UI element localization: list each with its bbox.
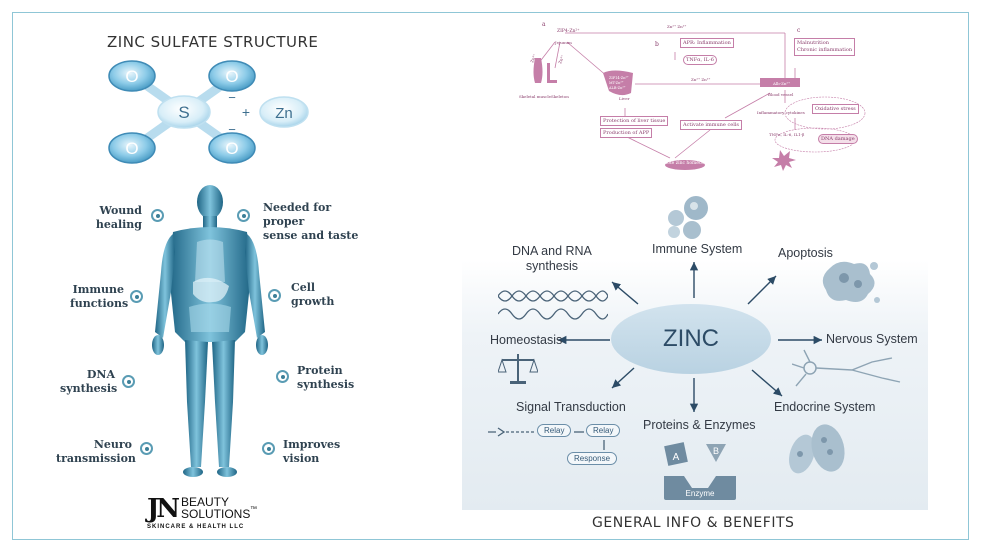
structure-title: ZINC SULFATE STRUCTURE [107,33,319,51]
human-body-illustration [152,185,268,477]
mt-label: MT-Zn²⁺ [609,81,624,85]
signal-transduction-label: Signal Transduction [516,400,626,414]
inflam-cyto-label: Inflammatory cytokines [757,110,805,115]
eye-icon [151,209,164,222]
zip4-label: ZIP4-Zn²⁺ [557,28,580,34]
zn-label-1: Zn²⁺ Zn²⁺ [667,24,686,29]
benefit-sense-taste: Needed for proper sense and taste [263,201,359,242]
oxidative-box: Oxidative stress [812,104,859,114]
benefit-cell-growth: Cell growth [291,281,335,308]
minus-sign: − [228,90,236,105]
logo-tm: ™ [250,506,257,513]
benefit-protein-synthesis: Protein synthesis [297,364,355,391]
zinc-atom-label: Zn [275,105,293,122]
panel-c-label: c [797,27,801,34]
jejunum-label: Jejunum [554,40,572,45]
zn-label-2: Zn²⁺ Zn²⁺ [691,77,710,82]
eye-icon [237,209,250,222]
production-box: Production of APP [600,128,653,138]
oxygen-atom-label: O [125,139,138,158]
immune-cells-icon [668,196,708,239]
blood-vessel-label: Blood vessel [768,92,794,97]
substrate-a-label: A [673,452,680,463]
zinc-center-node: ZINC [611,304,771,374]
relay-node: Relay [586,424,621,437]
plus-sign: + [242,104,250,120]
zinc-pathway-diagram: a b c ZIP4-Zn²⁺ Jejunum Skeletal muscle … [519,21,866,171]
alb-zn-label: Alb-Zn²⁺ [772,81,790,86]
skeletal-label: Skeletal muscle [519,94,552,99]
dna-rna-label: DNA and RNA synthesis [512,244,592,273]
eye-icon [262,442,275,455]
neuron-icon [792,349,901,387]
alb-label: ALB-Zn²⁺ [608,86,626,90]
substrate-b-label: B [713,446,719,456]
enzyme-label: Enzyme [686,489,715,498]
promote-label: Promote zinc homeostasis [655,161,715,166]
nervous-system-label: Nervous System [826,332,918,346]
dna-damage-box: DNA damage [818,134,858,144]
zn-label-4: Zn²⁺ [557,54,565,64]
general-info-title: GENERAL INFO & BENEFITS [592,515,795,531]
homeostasis-label: Homeostasis [490,333,563,347]
malnutrition-box: Malnutrition Chronic inflammation [794,38,856,56]
benefit-immune-functions: Immune functions [70,283,129,310]
benefit-improves-vision: Improves vision [283,438,341,465]
tnf2-label: TNFα, IL-6, IL1-β [769,132,805,137]
apr-box: APR: Inflammation [680,38,734,48]
response-node: Response [567,452,618,465]
benefit-dna-synthesis: DNA synthesis [60,368,118,395]
eye-icon [140,442,153,455]
oxygen-atom-label: O [125,67,138,86]
panel-b-label: b [655,41,659,48]
enzyme-icon: A B Enzyme [664,442,736,500]
eye-icon [276,370,289,383]
liver-label: Liver [619,96,630,101]
logo-line1: BEAUTY [181,495,230,509]
proteins-enzymes-label: Proteins & Enzymes [643,418,756,432]
eye-icon [122,375,135,388]
sulfur-atom-label: S [178,103,189,122]
network-arrows [558,262,822,412]
oxygen-atom-label: O [225,67,238,86]
minus-sign: − [228,122,236,137]
relay-node: Relay [537,424,572,437]
balance-scale-icon [498,354,538,384]
zinc-sulfate-molecule: O O O O S Zn + − − [108,60,309,164]
zip14-label: ZIP14-Zn²⁺ [609,76,629,80]
brand-logo: JN BEAUTY SOLUTIONS ™ SKINCARE & HEALTH … [147,494,277,534]
endocrine-system-label: Endocrine System [774,400,876,414]
apoptosis-label: Apoptosis [778,246,833,260]
logo-line2: SOLUTIONS [181,507,251,521]
eye-icon [268,289,281,302]
signal-arrows [488,427,605,450]
immune-system-label: Immune System [652,242,743,256]
dna-strands-icon [498,290,608,320]
skeleton-label: Skeleton [551,94,569,99]
benefit-wound-healing: Wound healing [95,204,142,231]
logo-letters: JN [147,494,180,524]
benefit-neuro-transmission: Neuro transmission [56,438,136,465]
activate-box: Activate immune cells [680,120,742,130]
apoptosis-cells-icon [822,261,880,303]
outer-frame [12,12,969,540]
protection-box: Protection of liver tissue [600,116,669,126]
panel-a-label: a [542,21,546,28]
endocrine-cells-icon [789,424,845,474]
logo-tagline: SKINCARE & HEALTH LLC [147,524,245,530]
oxygen-atom-label: O [225,139,238,158]
eye-icon [130,290,143,303]
zn-label-3: Zn²⁺ [529,53,537,63]
tnf-box: TNFα, IL-6 [683,55,717,65]
network-panel [462,260,928,510]
